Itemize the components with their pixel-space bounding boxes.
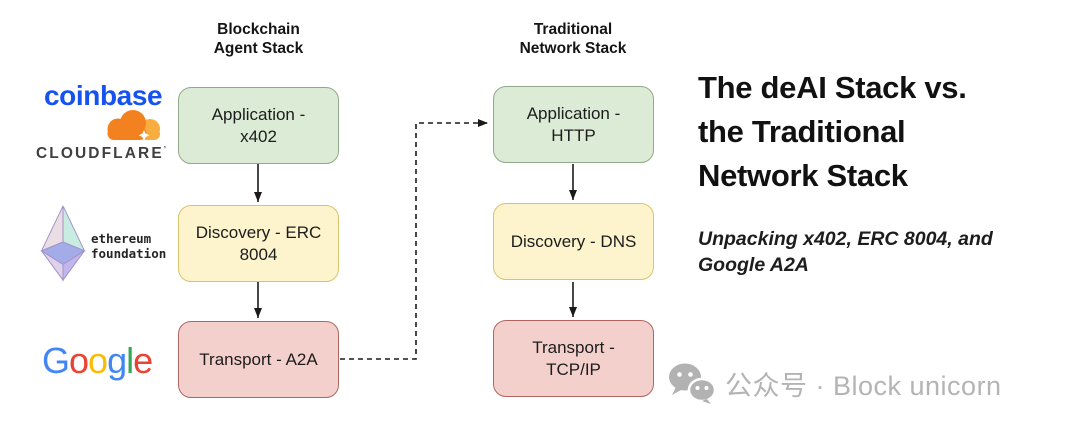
google-letter: o [69, 340, 89, 381]
traditional-stack-header: Traditional Network Stack [493, 20, 653, 58]
box-transport-tcpip: Transport - TCP/IP [493, 320, 654, 397]
google-letter: e [133, 340, 153, 381]
google-letter: g [107, 340, 127, 381]
cloudflare-trademark: ’ [163, 145, 167, 154]
subtitle-line: Google A2A [698, 254, 809, 276]
title-line: Network Stack [698, 158, 908, 193]
title-line: The deAI Stack vs. [698, 70, 967, 105]
box-discovery-dns: Discovery - DNS [493, 203, 654, 280]
watermark-text: 公众号 · Block unicorn [725, 370, 1002, 401]
dashed-arrow-a2a-to-http [340, 119, 488, 360]
google-logo: Google [42, 340, 153, 382]
cloudflare-logo: CLOUDFLARE’ [36, 106, 168, 166]
box-application-x402: Application - x402 [178, 87, 339, 164]
cloudflare-wordmark: CLOUDFLARE’ [36, 145, 166, 163]
wechat-icon [669, 363, 716, 404]
google-letter: l [126, 340, 134, 381]
blockchain-stack-header: Blockchain Agent Stack [178, 20, 339, 58]
coinbase-logo: coinbase [44, 80, 163, 111]
watermark: 公众号 · Block unicorn [666, 362, 1002, 404]
ethereum-foundation-wordmark: ethereum foundation [91, 231, 166, 261]
ethereum-text-line: ethereum [91, 231, 152, 246]
ethereum-diamond-icon [40, 205, 86, 282]
google-letter: o [88, 340, 108, 381]
box-application-http: Application - HTTP [493, 86, 654, 163]
ethereum-text-line: foundation [91, 246, 167, 261]
header-line: Blockchain [217, 21, 300, 38]
page-title: The deAI Stack vs. the Traditional Netwo… [698, 66, 967, 198]
header-line: Traditional [533, 21, 613, 38]
google-letter: G [42, 340, 70, 381]
header-line: Agent Stack [213, 40, 304, 57]
header-line: Network Stack [519, 40, 627, 57]
page-subtitle: Unpacking x402, ERC 8004, and Google A2A [698, 226, 993, 278]
cloudflare-cloud-icon [107, 110, 160, 141]
ethereum-foundation-logo: ethereum foundation [35, 202, 185, 284]
subtitle-line: Unpacking x402, ERC 8004, and [698, 228, 993, 250]
box-transport-a2a: Transport - A2A [178, 321, 339, 398]
cloudflare-text: CLOUDFLARE [36, 145, 164, 162]
title-line: the Traditional [698, 114, 906, 149]
box-discovery-erc8004: Discovery - ERC 8004 [178, 205, 339, 282]
